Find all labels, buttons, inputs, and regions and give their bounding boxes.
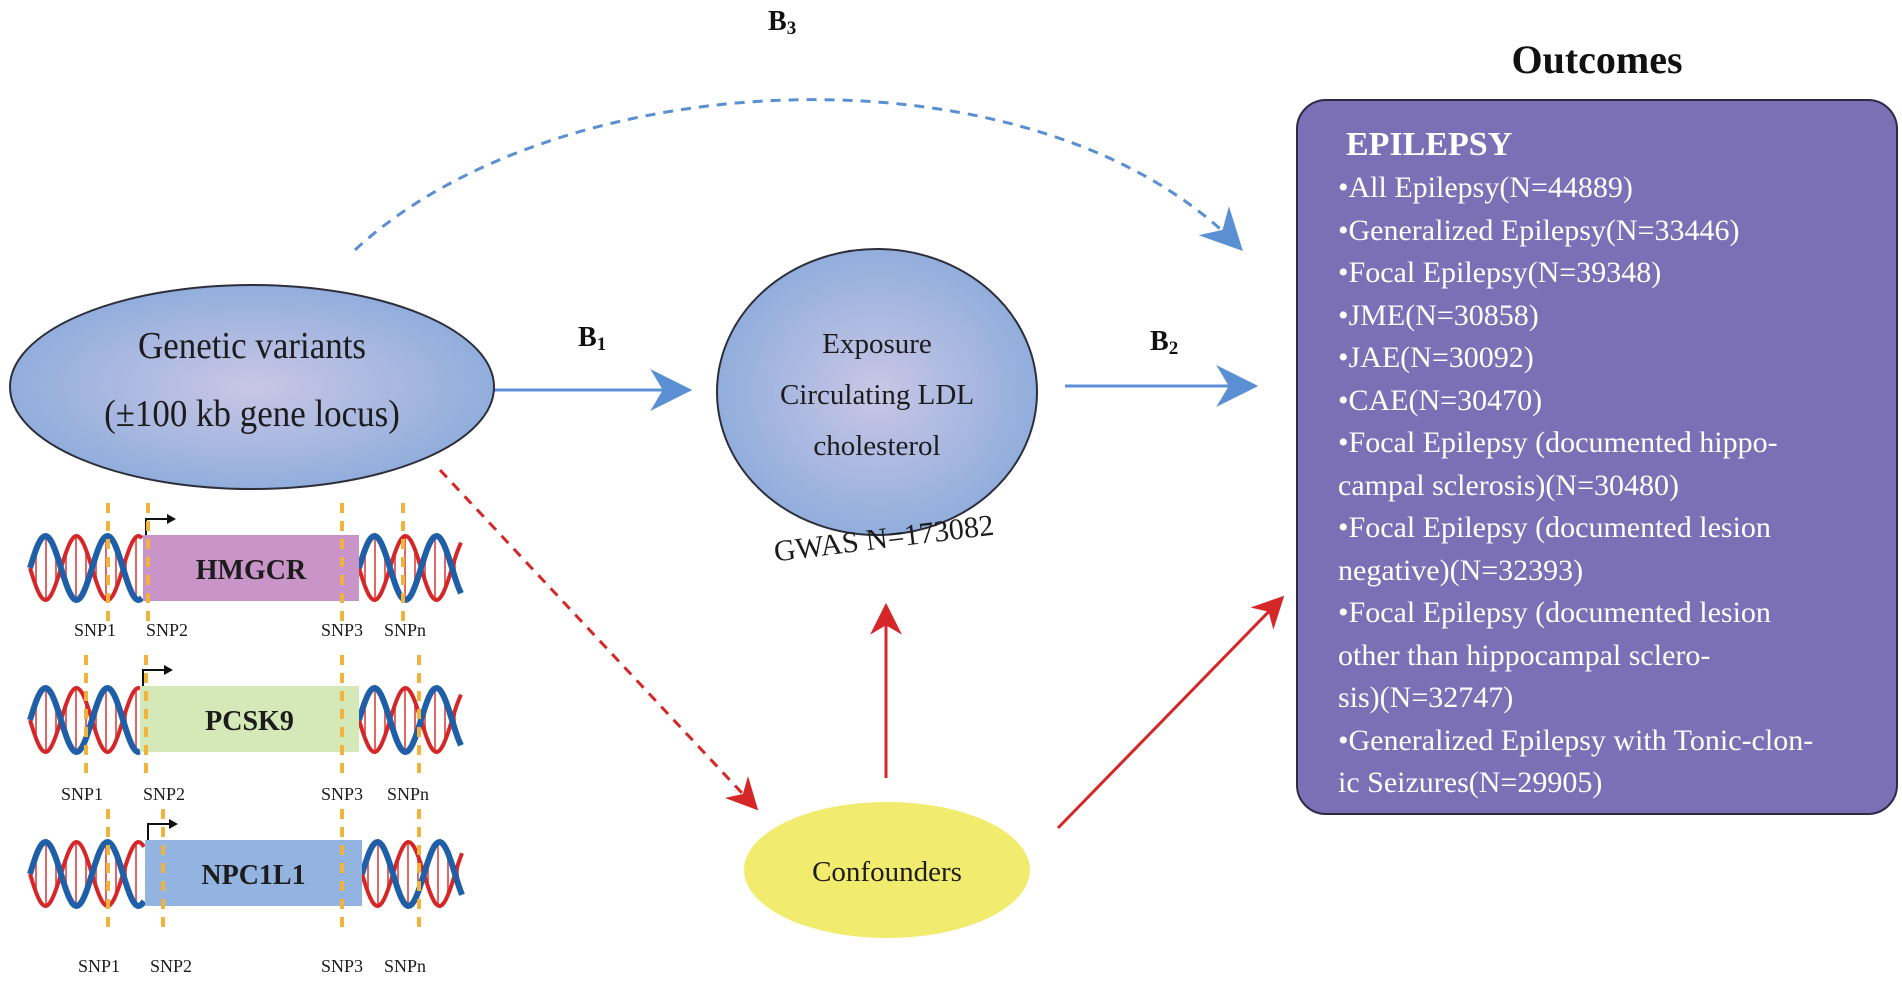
b1-label: B1 <box>578 322 606 355</box>
outcome-item: •Focal Epilepsy(N=39348) <box>1338 256 1662 289</box>
outcome-item: other than hippocampal sclero- <box>1338 638 1711 672</box>
transcription-start-arrow <box>147 823 172 840</box>
outcome-item: negative)(N=32393) <box>1338 553 1584 587</box>
gene-name: PCSK9 <box>205 706 294 737</box>
outcome-item: ic Seizures(N=29905) <box>1338 766 1603 799</box>
outcome-item: •All Epilepsy(N=44889) <box>1338 171 1633 204</box>
gene-box <box>143 535 359 601</box>
confounders-label: Confounders <box>812 856 962 888</box>
snp-label: SNP1 <box>61 784 103 804</box>
b2-label: B2 <box>1150 326 1178 359</box>
genetic-variants-line1: Genetic variants <box>138 324 366 367</box>
exposure-line1: Exposure <box>822 328 932 360</box>
confounders-node <box>744 802 1030 938</box>
variants-to-confounders-arrow <box>438 468 759 811</box>
outcome-item: •Generalized Epilepsy(N=33446) <box>1338 213 1740 247</box>
transcription-start-arrow <box>142 669 167 686</box>
snp-label: SNP3 <box>321 784 363 804</box>
snp-label: SNPn <box>384 620 426 640</box>
genetic-variants-node <box>9 284 495 490</box>
b3-path-arrow <box>353 98 1243 252</box>
outcome-item: •Focal Epilepsy (documented lesion <box>1338 511 1771 544</box>
outcomes-list: •All Epilepsy(N=44889) •Generalized Epile… <box>1338 167 1880 805</box>
outcome-item: sis)(N=32747) <box>1338 681 1514 714</box>
exposure-line3: cholesterol <box>813 430 940 462</box>
snp-label: SNPn <box>384 956 426 976</box>
exposure-line2: Circulating LDL <box>780 379 974 411</box>
snp-label: SNP1 <box>78 956 120 976</box>
gene-name: NPC1L1 <box>201 860 305 891</box>
snp-label: SNP3 <box>321 620 363 640</box>
dna-helix-left <box>27 532 144 604</box>
snp-label: SNP2 <box>143 784 185 804</box>
snp-label: SNP1 <box>74 620 116 640</box>
dna-helix-left <box>27 838 147 910</box>
outcome-item: •Generalized Epilepsy with Tonic-clon- <box>1338 723 1814 757</box>
dna-helix-right <box>359 838 465 910</box>
snp-label: SNP2 <box>150 956 192 976</box>
gene-box <box>140 686 359 752</box>
outcome-item: •Focal Epilepsy (documented lesion <box>1338 596 1771 629</box>
snp-label: SNPn <box>387 784 429 804</box>
snp-label: SNP2 <box>146 620 188 640</box>
gene-panel-hmgcr: HMGCR SNP1 SNP2 SNP3 SNPn <box>27 503 464 640</box>
confounders-to-outcomes-arrow <box>1056 595 1285 830</box>
outcome-item: •JME(N=30858) <box>1338 298 1539 332</box>
dna-helix-right <box>356 532 464 604</box>
exposure-node <box>716 248 1038 536</box>
dna-helix-right <box>356 684 464 756</box>
gene-box <box>145 840 362 906</box>
outcome-item: •CAE(N=30470) <box>1338 383 1543 417</box>
outcome-item: •Focal Epilepsy (documented hippo- <box>1338 426 1778 459</box>
outcome-item: campal sclerosis)(N=30480) <box>1338 468 1679 502</box>
outcomes-heading: EPILEPSY <box>1346 126 1513 163</box>
outcomes-box: EPILEPSY •All Epilepsy(N=44889) •Generali… <box>1296 99 1898 815</box>
outcomes-title: Outcomes <box>1511 37 1683 82</box>
gene-name: HMGCR <box>196 555 307 586</box>
snp-label: SNP3 <box>321 956 363 976</box>
b3-label: B3 <box>768 6 796 39</box>
outcome-item: •JAE(N=30092) <box>1338 341 1534 374</box>
genetic-variants-line2: (±100 kb gene locus) <box>104 392 400 435</box>
